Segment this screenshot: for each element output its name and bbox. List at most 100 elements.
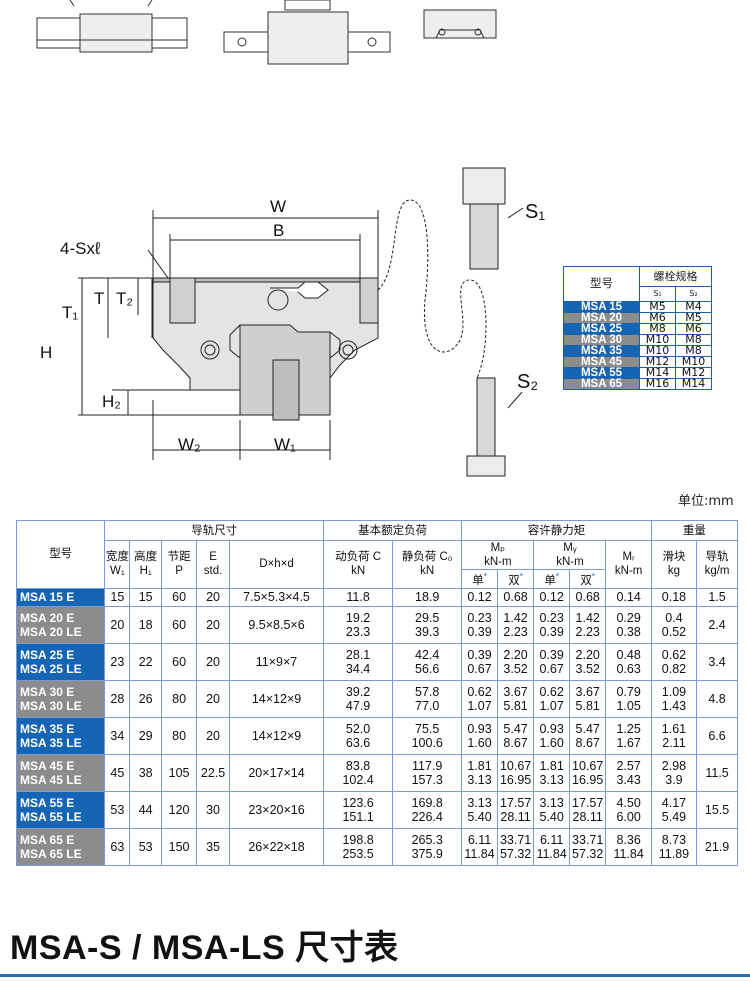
th-moment: 容许静力矩 xyxy=(461,520,652,541)
th-mp-double: 双* xyxy=(496,569,535,589)
cell-rail: 3.4 xyxy=(696,643,738,681)
cell-p: 120 xyxy=(161,791,198,829)
cell-w1: 23 xyxy=(104,643,131,681)
cell-block: 0.18 xyxy=(650,588,698,607)
cell-dhd: 14×12×9 xyxy=(228,680,325,718)
cell-mr: 0.14 xyxy=(605,588,652,607)
cell-dhd: 9.5×8.5×6 xyxy=(228,606,325,644)
cell-p: 150 xyxy=(161,828,198,866)
cell-p: 60 xyxy=(161,588,198,607)
cell-dhd: 14×12×9 xyxy=(228,717,325,755)
th-rail-dims: 导轨尺寸 xyxy=(104,520,325,541)
label-W1: W₁ xyxy=(274,435,296,454)
cell-w1: 20 xyxy=(104,606,131,644)
cell-my2: 0.68 xyxy=(568,588,607,607)
page-title: MSA-S / MSA-LS 尺寸表 xyxy=(10,929,399,967)
cell-h1: 44 xyxy=(129,791,163,829)
cell-h1: 38 xyxy=(129,754,163,792)
cell-model: MSA 15 E xyxy=(15,588,106,607)
cell-c: 11.8 xyxy=(323,588,394,607)
th-load: 基本额定负荷 xyxy=(323,520,463,541)
label-S2: S₂ xyxy=(517,371,538,393)
cell-e: 20 xyxy=(196,588,230,607)
label-W: W xyxy=(270,197,286,216)
cell-mp2: 0.68 xyxy=(496,588,535,607)
label-T: T xyxy=(94,289,104,308)
cell-p: 60 xyxy=(161,606,198,644)
th-my-double: 双* xyxy=(568,569,607,589)
cell-w1: 53 xyxy=(104,791,131,829)
th-dhd: D×h×d xyxy=(228,540,325,589)
bolt-model: MSA 15 xyxy=(563,301,640,313)
cell-h1: 29 xyxy=(129,717,163,755)
cell-e: 20 xyxy=(196,680,230,718)
th-my-single: 单* xyxy=(533,569,570,589)
cell-rail: 21.9 xyxy=(696,828,738,866)
cell-dhd: 11×9×7 xyxy=(228,643,325,681)
cell-e: 20 xyxy=(196,643,230,681)
unit-label: 单位:mm xyxy=(678,494,734,509)
cell-rail: 4.8 xyxy=(696,680,738,718)
label-T1: T₁ xyxy=(62,303,78,322)
cell-rail: 11.5 xyxy=(696,754,738,792)
